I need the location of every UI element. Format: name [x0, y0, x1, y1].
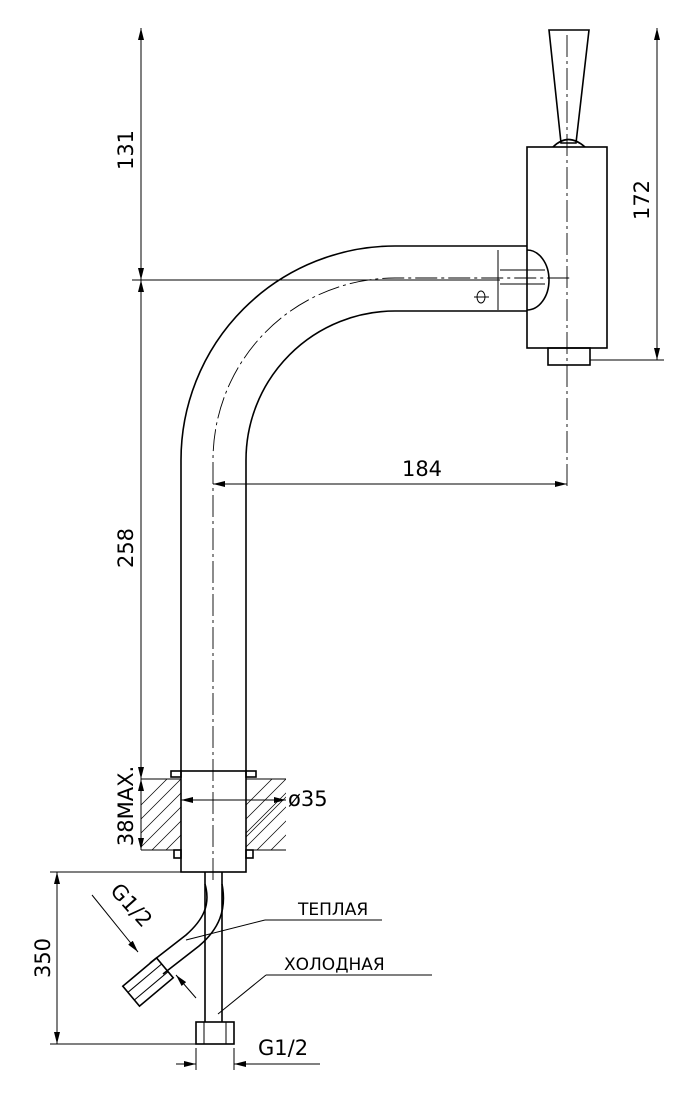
dim-thread-straight: G1/2: [258, 1036, 308, 1060]
dim-diameter: ø35: [288, 787, 328, 811]
lever-handle: [548, 29, 590, 148]
callout-leaders: [185, 919, 432, 1015]
dimension-lines: [50, 28, 664, 1070]
spout-body: [180, 245, 527, 771]
dim-350: 350: [31, 938, 55, 978]
dim-184: 184: [402, 457, 442, 481]
center-lines: [212, 35, 570, 880]
dim-131: 131: [114, 130, 138, 170]
supply-hoses: [121, 872, 235, 1045]
dim-258: 258: [114, 528, 138, 568]
label-cold: ХОЛОДНАЯ: [284, 955, 385, 975]
dim-172: 172: [630, 180, 654, 220]
dim-thread-angled: G1/2: [106, 879, 157, 932]
dim-38max: 38MAX.: [114, 766, 138, 846]
label-warm: ТЕПЛАЯ: [297, 900, 368, 920]
mixer-cartridge: [474, 146, 608, 366]
